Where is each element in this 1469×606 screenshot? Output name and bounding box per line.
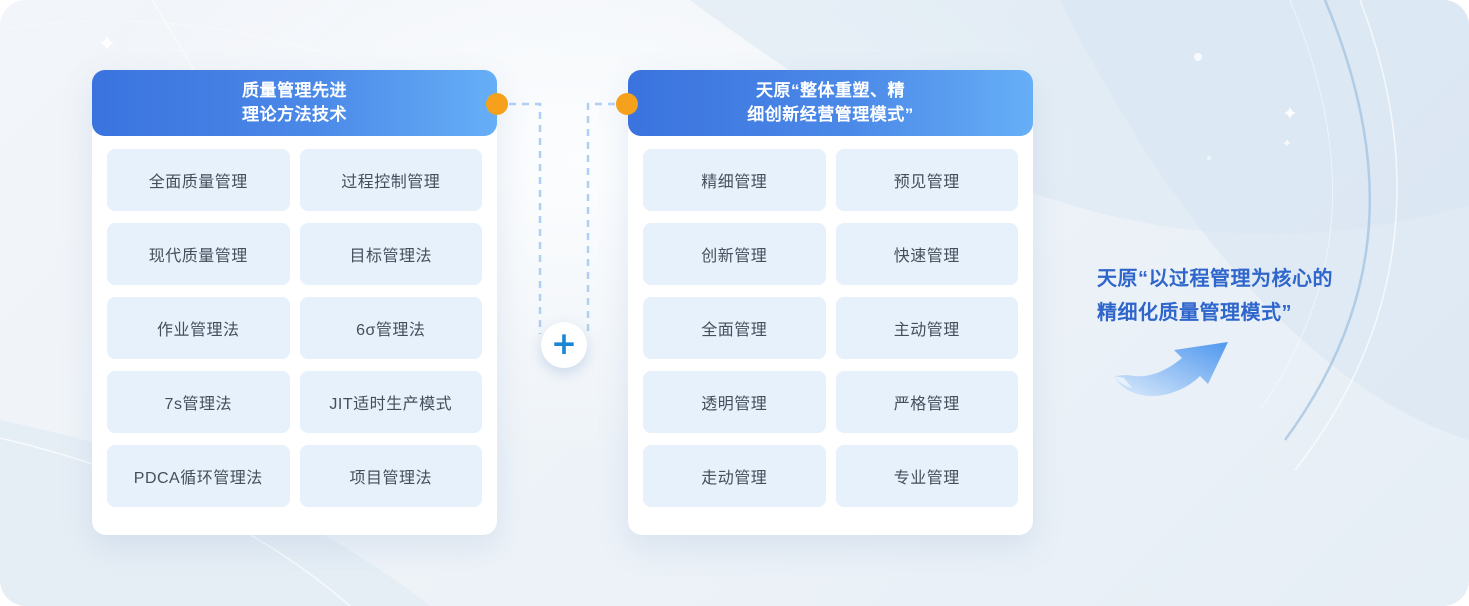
list-item: 目标管理法	[299, 223, 482, 285]
left-panel-items: 全面质量管理 过程控制管理 现代质量管理 目标管理法 作业管理法 6σ管理法 7…	[92, 136, 497, 529]
list-item: 透明管理	[643, 371, 826, 433]
list-item: 创新管理	[643, 223, 826, 285]
list-item: 全面质量管理	[107, 149, 290, 211]
left-panel: 质量管理先进 理论方法技术 全面质量管理 过程控制管理 现代质量管理 目标管理法…	[92, 70, 497, 535]
curved-arrow-up-right-icon	[1114, 342, 1228, 396]
list-item: 走动管理	[643, 445, 826, 507]
list-item: 快速管理	[835, 223, 1018, 285]
list-item: 6σ管理法	[299, 297, 482, 359]
left-panel-header: 质量管理先进 理论方法技术	[92, 70, 497, 136]
left-panel-title-line2: 理论方法技术	[242, 105, 347, 124]
list-item: 7s管理法	[107, 371, 290, 433]
list-item: 项目管理法	[299, 445, 482, 507]
right-panel-items: 精细管理 预见管理 创新管理 快速管理 全面管理 主动管理 透明管理 严格管理 …	[628, 136, 1033, 529]
right-panel: 天原“整体重塑、精 细创新经营管理模式” 精细管理 预见管理 创新管理 快速管理…	[628, 70, 1033, 535]
list-item: 现代质量管理	[107, 223, 290, 285]
list-item: 作业管理法	[107, 297, 290, 359]
sparkle-stars	[100, 36, 1296, 160]
right-panel-title-line1: 天原“整体重塑、精	[756, 81, 905, 100]
result-statement: 天原“以过程管理为核心的 精细化质量管理模式”	[1097, 262, 1387, 330]
list-item: 严格管理	[835, 371, 1018, 433]
plus-badge: +	[541, 322, 587, 368]
result-line1: 天原“以过程管理为核心的	[1097, 268, 1333, 290]
right-panel-title-line2: 细创新经营管理模式”	[747, 105, 914, 124]
list-item: 主动管理	[835, 297, 1018, 359]
list-item: PDCA循环管理法	[107, 445, 290, 507]
swirl-accent-line	[1283, 0, 1372, 441]
list-item: 精细管理	[643, 149, 826, 211]
list-item: 预见管理	[835, 149, 1018, 211]
list-item: 全面管理	[643, 297, 826, 359]
list-item: 专业管理	[835, 445, 1018, 507]
list-item: JIT适时生产模式	[299, 371, 482, 433]
result-line2: 精细化质量管理模式”	[1097, 302, 1292, 324]
right-panel-header: 天原“整体重塑、精 细创新经营管理模式”	[628, 70, 1033, 136]
plus-icon: +	[551, 325, 577, 362]
left-panel-title-line1: 质量管理先进	[242, 81, 347, 100]
list-item: 过程控制管理	[299, 149, 482, 211]
